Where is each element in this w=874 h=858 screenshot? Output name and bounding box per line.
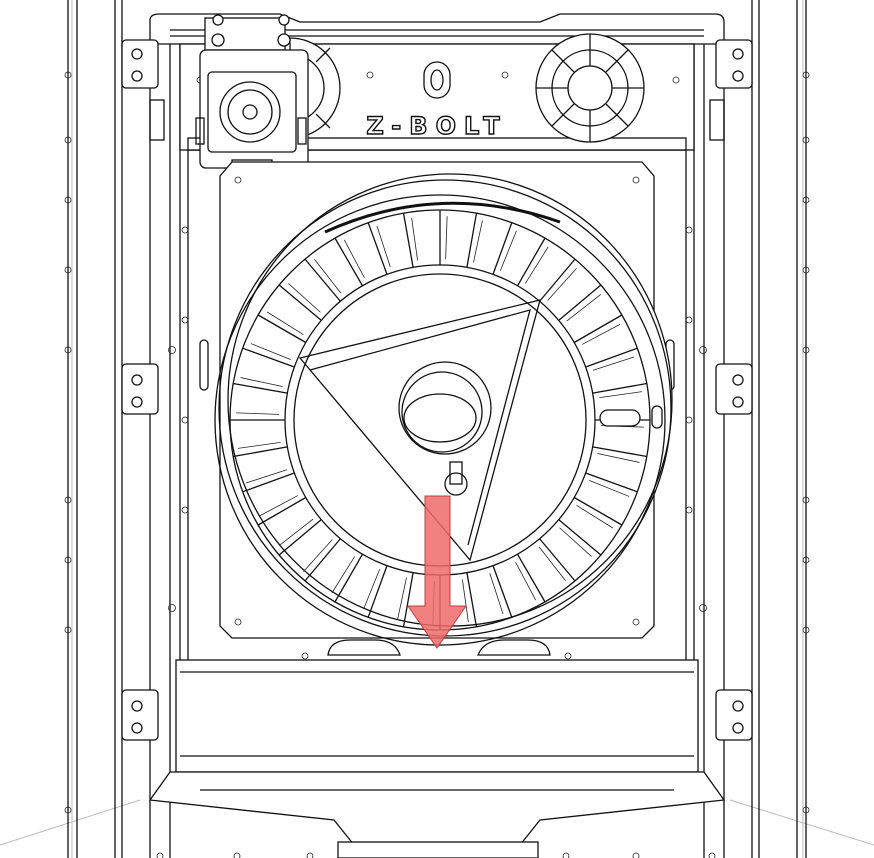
- spool-rib: [492, 565, 513, 618]
- spool-rib-edge: [597, 453, 640, 463]
- spool-rib-edge: [599, 391, 643, 399]
- spool-rib-edge: [559, 527, 592, 557]
- down-arrow-icon: [407, 495, 467, 649]
- spool-rib-edge: [303, 539, 333, 572]
- spool-rib-edge: [314, 258, 342, 294]
- filament-spool: [214, 173, 673, 646]
- spool-rib: [402, 213, 414, 268]
- spool-rib-edge: [515, 561, 537, 601]
- spool-rib-edge: [237, 441, 281, 449]
- spool-rib-edge: [278, 518, 314, 546]
- spool-rib: [278, 519, 322, 556]
- spool-rollers: [301, 639, 572, 660]
- spool-rib-edge: [461, 579, 469, 623]
- spool-rib-edge: [593, 356, 635, 371]
- spool-rib: [233, 382, 288, 394]
- spool-rib-edge: [250, 343, 291, 361]
- spool-rib: [592, 446, 647, 458]
- spool-rib: [242, 472, 295, 493]
- fan-right-icon: [535, 33, 645, 143]
- spool-rib: [585, 472, 638, 493]
- spool-rib: [304, 258, 341, 302]
- bracket-mid-left: [121, 363, 159, 415]
- spool-rib-edge: [576, 504, 614, 529]
- bracket-mid-right: [715, 363, 753, 415]
- spool-rib: [233, 446, 288, 458]
- spool-rib: [334, 237, 364, 287]
- spool-rib: [466, 213, 478, 268]
- spool-rib-edge: [288, 283, 321, 313]
- bracket-bottom-left: [121, 689, 159, 741]
- spool-rib: [257, 496, 307, 526]
- spool-rib-edge: [331, 556, 356, 594]
- spool-rib-edge: [363, 569, 381, 610]
- spool-rib-edge: [245, 469, 287, 484]
- spool-rib: [304, 538, 341, 582]
- spool-rib-edge: [589, 479, 630, 497]
- spool-rib: [558, 519, 602, 556]
- bracket-bottom-right: [715, 689, 753, 741]
- spool-rib-edge: [566, 294, 602, 322]
- spool-rib-edge: [266, 311, 304, 336]
- spool-rib-edge: [343, 239, 365, 279]
- spool-rib-edge: [547, 268, 577, 301]
- spool-rib: [334, 553, 364, 603]
- spool-rib: [573, 314, 623, 344]
- spool-rib: [558, 284, 602, 321]
- spool-rib: [402, 572, 414, 627]
- spool-rib: [592, 382, 647, 394]
- bracket-top-right: [709, 39, 753, 141]
- spool-rib: [492, 222, 513, 275]
- spool-rib: [242, 347, 295, 368]
- lower-tray: [148, 659, 726, 858]
- spool-rib-edge: [411, 217, 419, 261]
- rail-rivets: [64, 71, 810, 814]
- logo-badge: [196, 61, 680, 99]
- spool-rib: [367, 565, 388, 618]
- spool-rib: [516, 237, 546, 287]
- spool-rib-edge: [524, 246, 549, 284]
- spool-rib: [257, 314, 307, 344]
- spool-rib: [367, 222, 388, 275]
- spool-rib-edge: [538, 546, 566, 582]
- spool-rib-edge: [489, 573, 504, 615]
- spool-rib-edge: [445, 216, 448, 260]
- spool-rib-edge: [236, 412, 280, 415]
- bracket-top-left: [121, 39, 165, 141]
- spool-rib: [466, 572, 478, 627]
- spool-rib-edge: [499, 230, 517, 271]
- spool-rib: [539, 538, 576, 582]
- spool-rib: [539, 258, 576, 302]
- spool-rib-edge: [259, 495, 299, 517]
- spool-rib-edge: [397, 577, 407, 620]
- spool-rib: [585, 347, 638, 368]
- spool-ribs: [230, 210, 650, 630]
- spool-rib: [573, 496, 623, 526]
- brand-label: Z-BOLT: [366, 112, 507, 140]
- spool-rib-edge: [240, 377, 283, 387]
- spool-rib: [516, 553, 546, 603]
- spool-rib-edge: [581, 323, 621, 345]
- spool-rib-edge: [473, 220, 483, 263]
- spool-rib: [278, 284, 322, 321]
- spool-rib-edge: [376, 225, 391, 267]
